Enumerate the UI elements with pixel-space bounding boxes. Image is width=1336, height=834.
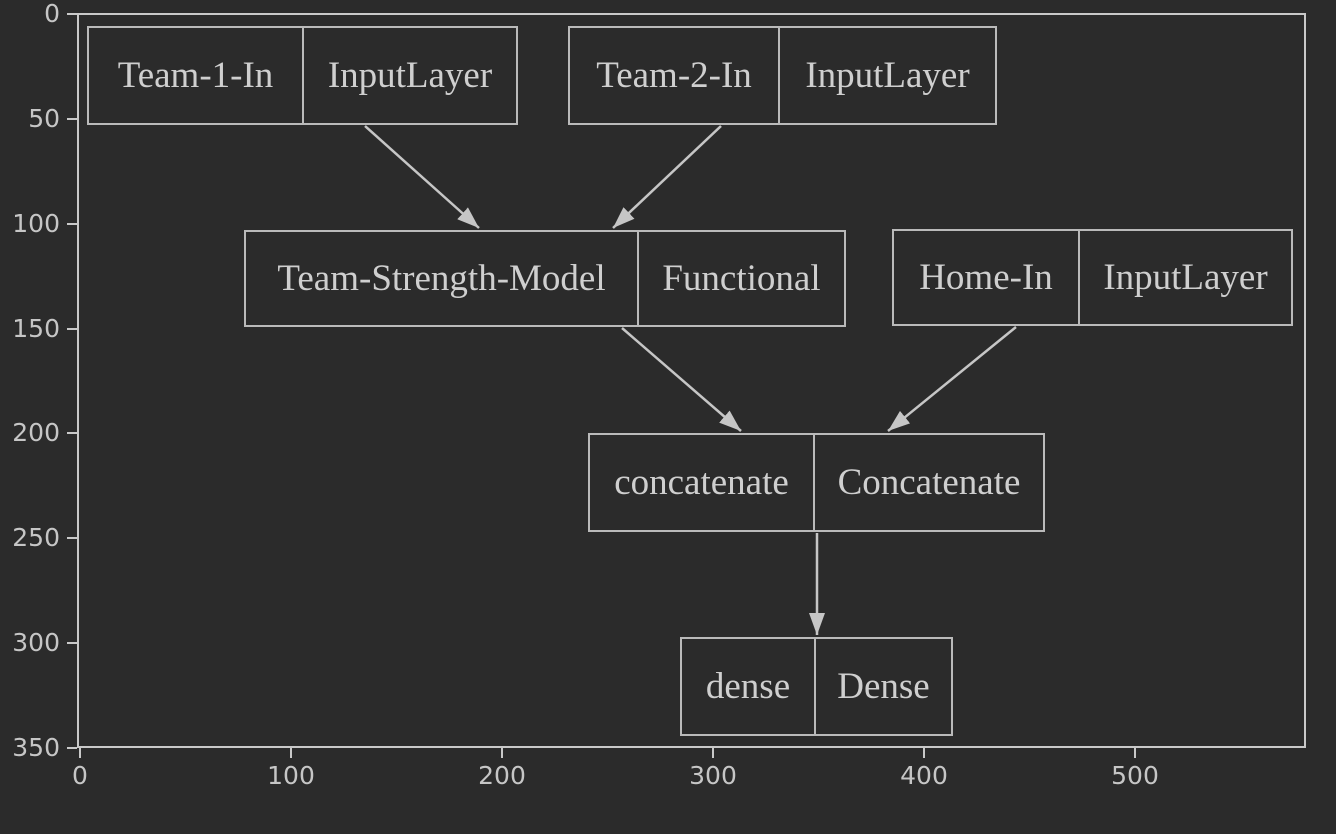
diagram-node-concatenate: concatenate Concatenate xyxy=(588,433,1045,532)
x-tick-mark xyxy=(501,748,503,758)
node-label: Team-2-In xyxy=(570,28,780,123)
node-type-label: Dense xyxy=(837,666,930,707)
y-tick-mark xyxy=(67,13,77,15)
node-label: Home-In xyxy=(894,231,1080,324)
y-tick-mark xyxy=(67,432,77,435)
node-label: Team-Strength-Model xyxy=(246,232,639,325)
node-type-label: InputLayer xyxy=(805,55,970,96)
diagram-node-team-2-in: Team-2-In InputLayer xyxy=(568,26,997,125)
x-tick-label: 500 xyxy=(1111,761,1159,790)
x-tick-label: 100 xyxy=(267,761,315,790)
y-tick-mark xyxy=(67,537,77,540)
y-tick-mark xyxy=(67,117,77,120)
diagram-node-team-strength-model: Team-Strength-Model Functional xyxy=(244,230,846,327)
y-tick-label: 100 xyxy=(12,208,60,238)
y-tick-label: 250 xyxy=(12,523,60,553)
y-tick-mark xyxy=(67,222,77,225)
node-label: dense xyxy=(682,639,816,734)
x-tick-mark xyxy=(79,748,81,758)
y-tick-label: 0 xyxy=(44,0,60,28)
diagram-node-team-1-in: Team-1-In InputLayer xyxy=(87,26,518,125)
node-type-label: InputLayer xyxy=(1103,257,1268,298)
x-tick-label: 300 xyxy=(689,761,737,790)
node-type-label: Concatenate xyxy=(837,462,1021,503)
y-tick-label: 150 xyxy=(12,313,60,343)
x-tick-mark xyxy=(923,748,925,758)
diagram-node-home-in: Home-In InputLayer xyxy=(892,229,1293,326)
axes-frame xyxy=(77,13,1306,748)
y-tick-label: 50 xyxy=(28,103,60,133)
node-label: Team-1-In xyxy=(89,28,304,123)
x-tick-label: 400 xyxy=(900,761,948,790)
node-type-label: Functional xyxy=(662,258,821,299)
node-label: concatenate xyxy=(590,435,815,530)
y-tick-label: 300 xyxy=(12,628,60,658)
x-tick-mark xyxy=(290,748,292,758)
node-type-label: InputLayer xyxy=(327,55,493,96)
y-tick-mark xyxy=(67,746,77,749)
y-tick-mark xyxy=(67,642,77,645)
x-tick-mark xyxy=(712,748,714,758)
diagram-node-dense: dense Dense xyxy=(680,637,953,736)
x-tick-label: 0 xyxy=(72,761,88,790)
y-tick-mark xyxy=(67,327,77,330)
y-tick-label: 350 xyxy=(12,732,60,762)
x-tick-label: 200 xyxy=(478,761,526,790)
y-tick-label: 200 xyxy=(12,418,60,448)
x-tick-mark xyxy=(1134,748,1136,758)
